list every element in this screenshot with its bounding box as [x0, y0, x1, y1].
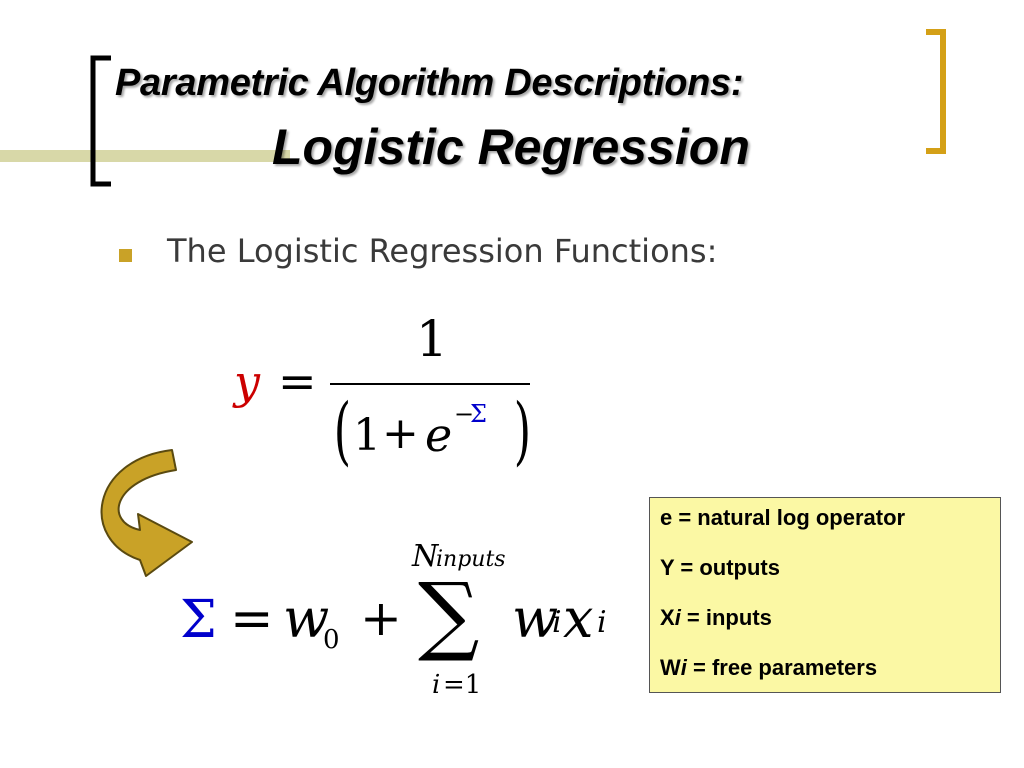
eq2-wi-sub: i	[552, 605, 562, 640]
fraction-bar	[330, 383, 530, 385]
eq2-plus: +	[360, 589, 402, 647]
legend-w-text: = free parameters	[686, 655, 878, 680]
legend-x-text: = inputs	[680, 605, 772, 630]
eq2-w0-sub: 0	[323, 625, 340, 655]
eq2-wi: w	[512, 587, 559, 650]
curved-arrow-icon	[100, 449, 193, 577]
legend-line-y: Y = outputs	[660, 555, 780, 580]
eq2-sigma: Σ	[180, 590, 217, 650]
sum-icon: ∑	[418, 565, 480, 665]
legend-box: e = natural log operator Y = outputs Xi …	[649, 497, 1001, 693]
legend-line-x: Xi = inputs	[660, 606, 990, 656]
slide-subtitle: Logistic Regression	[272, 119, 750, 175]
left-bracket	[90, 55, 111, 187]
eq2-equals: =	[230, 589, 274, 649]
legend-x-index: i	[674, 605, 681, 630]
eq2-xi: x	[563, 587, 594, 650]
slide-title: Parametric Algorithm Descriptions:	[115, 62, 744, 104]
eq1-numerator: 1	[416, 310, 448, 368]
right-bracket	[926, 29, 946, 154]
equation-logistic: y = 1 ( 1 + e − Σ )	[230, 300, 560, 500]
bullet-marker	[119, 249, 132, 262]
eq2-w0: w	[283, 587, 330, 650]
eq2-lower-eq: =1	[443, 670, 482, 700]
header-decoration	[0, 29, 946, 187]
bullet-text: The Logistic Regression Functions:	[167, 232, 718, 270]
header-bar	[0, 150, 290, 162]
eq1-equals: =	[278, 354, 317, 408]
legend-line-w: Wi = free parameters	[660, 656, 990, 706]
right-paren: )	[513, 388, 532, 474]
eq1-e: e	[425, 408, 453, 462]
eq2-upper-n: N	[412, 539, 439, 574]
eq1-exp-sigma: Σ	[470, 400, 487, 428]
legend-w-index: i	[680, 655, 687, 680]
eq1-exp-minus: −	[454, 400, 475, 428]
eq1-lhs-y: y	[234, 355, 260, 409]
legend-w-letter: W	[660, 655, 681, 680]
eq2-lower-i: i	[432, 670, 441, 700]
legend-x-letter: X	[660, 605, 675, 630]
eq1-denom-one: 1	[353, 410, 381, 461]
legend-line-e: e = natural log operator	[660, 505, 906, 530]
eq1-plus: +	[382, 408, 419, 459]
left-paren: (	[333, 388, 352, 474]
eq2-xi-sub: i	[597, 605, 607, 640]
eq2-upper-sub: inputs	[436, 547, 506, 572]
equation-sum: Σ = w 0 + ∑ N inputs i =1 w i x i	[178, 535, 618, 705]
